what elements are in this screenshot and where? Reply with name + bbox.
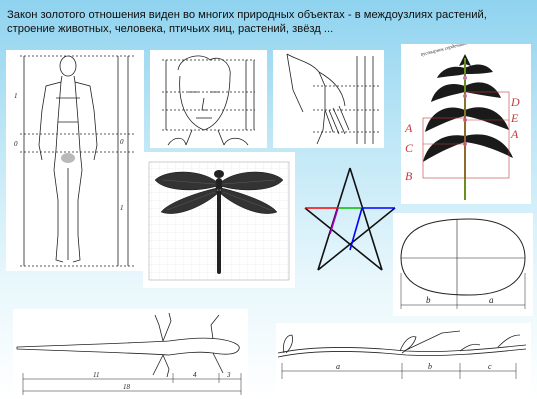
lizard-label-3: 3 [226, 371, 231, 379]
human-label-4: 1 [120, 204, 124, 212]
lizard-drawing-icon: 11 4 3 18 [13, 309, 248, 397]
face-panel [150, 50, 267, 148]
plant-label-a-left: A [404, 121, 413, 135]
branch-drawing-icon: a b c [276, 323, 531, 395]
egg-label-b: b [426, 295, 431, 305]
branch-label-a: a [336, 362, 340, 371]
lizard-label-11: 11 [93, 371, 99, 379]
lizard-label-18: 18 [123, 383, 131, 391]
plant-panel: пустырник сердечный A C B [401, 44, 531, 204]
egg-panel: b a [393, 213, 533, 316]
dragonfly-drawing-icon [143, 152, 295, 288]
face-proportion-drawing-icon [150, 50, 267, 148]
lizard-panel: 11 4 3 18 [13, 309, 248, 397]
pelvis-shading [61, 153, 75, 163]
hand-proportion-drawing-icon [273, 50, 384, 148]
human-label-3: 0 [120, 138, 124, 146]
dragonfly-panel [143, 152, 295, 288]
slide-title: Закон золотого отношения виден во многих… [7, 8, 532, 36]
human-label-1: 1 [14, 92, 18, 100]
plant-label-c-left: C [405, 141, 414, 155]
plant-caption: пустырник сердечный [420, 44, 468, 58]
branch-label-c: c [488, 362, 492, 371]
plant-label-b-left: B [405, 169, 413, 183]
human-figure-panel: 1 0 0 1 [6, 50, 144, 271]
human-proportion-drawing-icon: 1 0 0 1 [6, 50, 144, 271]
pentagram-star-icon [300, 160, 400, 278]
plant-label-d-right: D [510, 95, 520, 109]
egg-label-a: a [489, 295, 494, 305]
branch-panel: a b c [276, 323, 531, 395]
plant-label-e-right: E [510, 111, 519, 125]
branch-label-b: b [428, 362, 432, 371]
hand-panel [273, 50, 384, 148]
lizard-label-4: 4 [193, 371, 197, 379]
motherwort-plant-drawing-icon: пустырник сердечный A C B [401, 44, 531, 204]
plant-label-a-right: A [510, 127, 519, 141]
human-label-2: 0 [14, 140, 18, 148]
egg-ellipse-icon: b a [393, 213, 533, 316]
